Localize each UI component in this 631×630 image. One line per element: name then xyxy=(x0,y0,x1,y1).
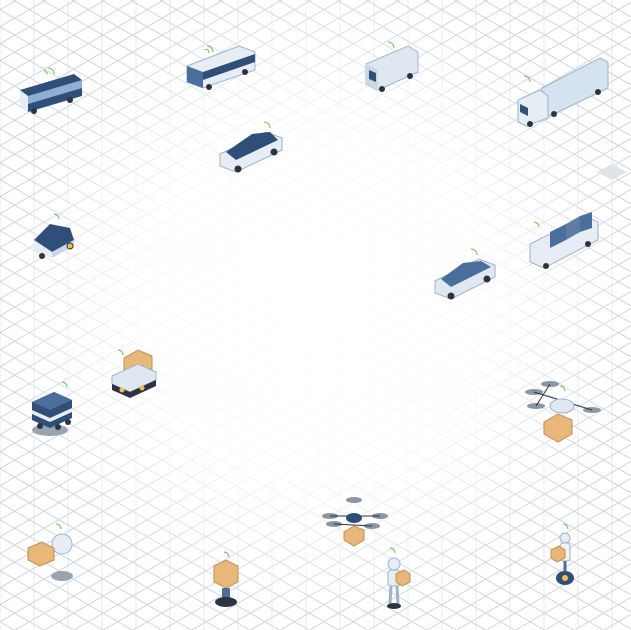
segway-robot-icon xyxy=(550,523,574,585)
bus-icon xyxy=(20,67,82,114)
humanoid-robot-icon xyxy=(387,547,411,609)
tracked-delivery-robot-icon xyxy=(111,349,157,398)
semi-truck-icon xyxy=(517,57,609,127)
truck-cab-icon xyxy=(365,41,419,92)
battery-truck-icon xyxy=(529,212,599,269)
wheeled-box-robot-icon xyxy=(213,551,239,607)
parcel-robot-icon xyxy=(27,523,73,581)
grey-tile xyxy=(597,164,627,180)
delivery-robot-icon xyxy=(32,381,72,436)
car-icon xyxy=(219,121,283,173)
drone-icon xyxy=(322,497,388,547)
tram-icon xyxy=(186,45,256,90)
car-icon xyxy=(434,248,496,300)
dump-vehicle-icon xyxy=(34,213,74,259)
drone-icon xyxy=(525,381,601,443)
